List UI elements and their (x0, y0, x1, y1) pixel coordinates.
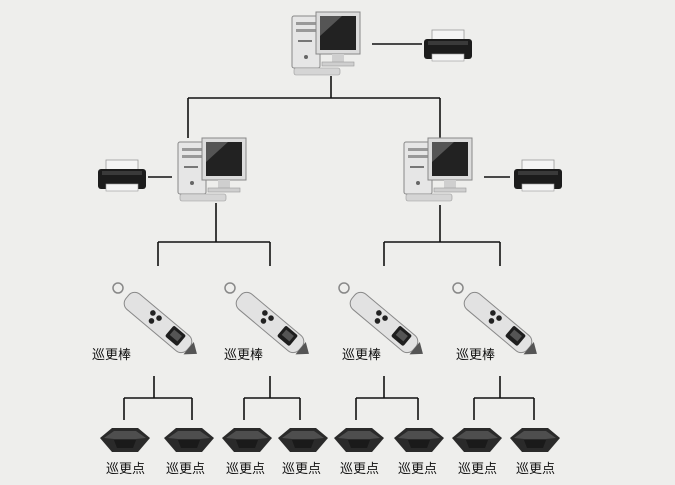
connection-lines (123, 43, 535, 420)
checkpoint-icon (164, 428, 214, 452)
patrol-stick-label: 巡更棒 (342, 348, 382, 363)
checkpoint-label: 巡更点 (282, 462, 322, 477)
checkpoint-icon (452, 428, 502, 452)
checkpoint-label: 巡更点 (166, 462, 206, 477)
computer-icon (177, 137, 247, 202)
checkpoint-label: 巡更点 (106, 462, 146, 477)
checkpoint-icon (100, 428, 150, 452)
printer-icon (423, 29, 473, 62)
computer-icon (291, 11, 361, 76)
checkpoint-icon (222, 428, 272, 452)
printer-icon (97, 159, 147, 192)
checkpoint-icon (334, 428, 384, 452)
patrol-stick-label: 巡更棒 (456, 348, 496, 363)
checkpoint-icon (278, 428, 328, 452)
printer-icon (513, 159, 563, 192)
checkpoint-icon (510, 428, 560, 452)
checkpoint-label: 巡更点 (458, 462, 498, 477)
checkpoint-icon (394, 428, 444, 452)
checkpoint-label: 巡更点 (398, 462, 438, 477)
checkpoint-label: 巡更点 (516, 462, 556, 477)
checkpoint-label: 巡更点 (340, 462, 380, 477)
patrol-stick-label: 巡更棒 (224, 348, 264, 363)
computer-icon (403, 137, 473, 202)
checkpoint-label: 巡更点 (226, 462, 266, 477)
patrol-stick-label: 巡更棒 (92, 348, 132, 363)
